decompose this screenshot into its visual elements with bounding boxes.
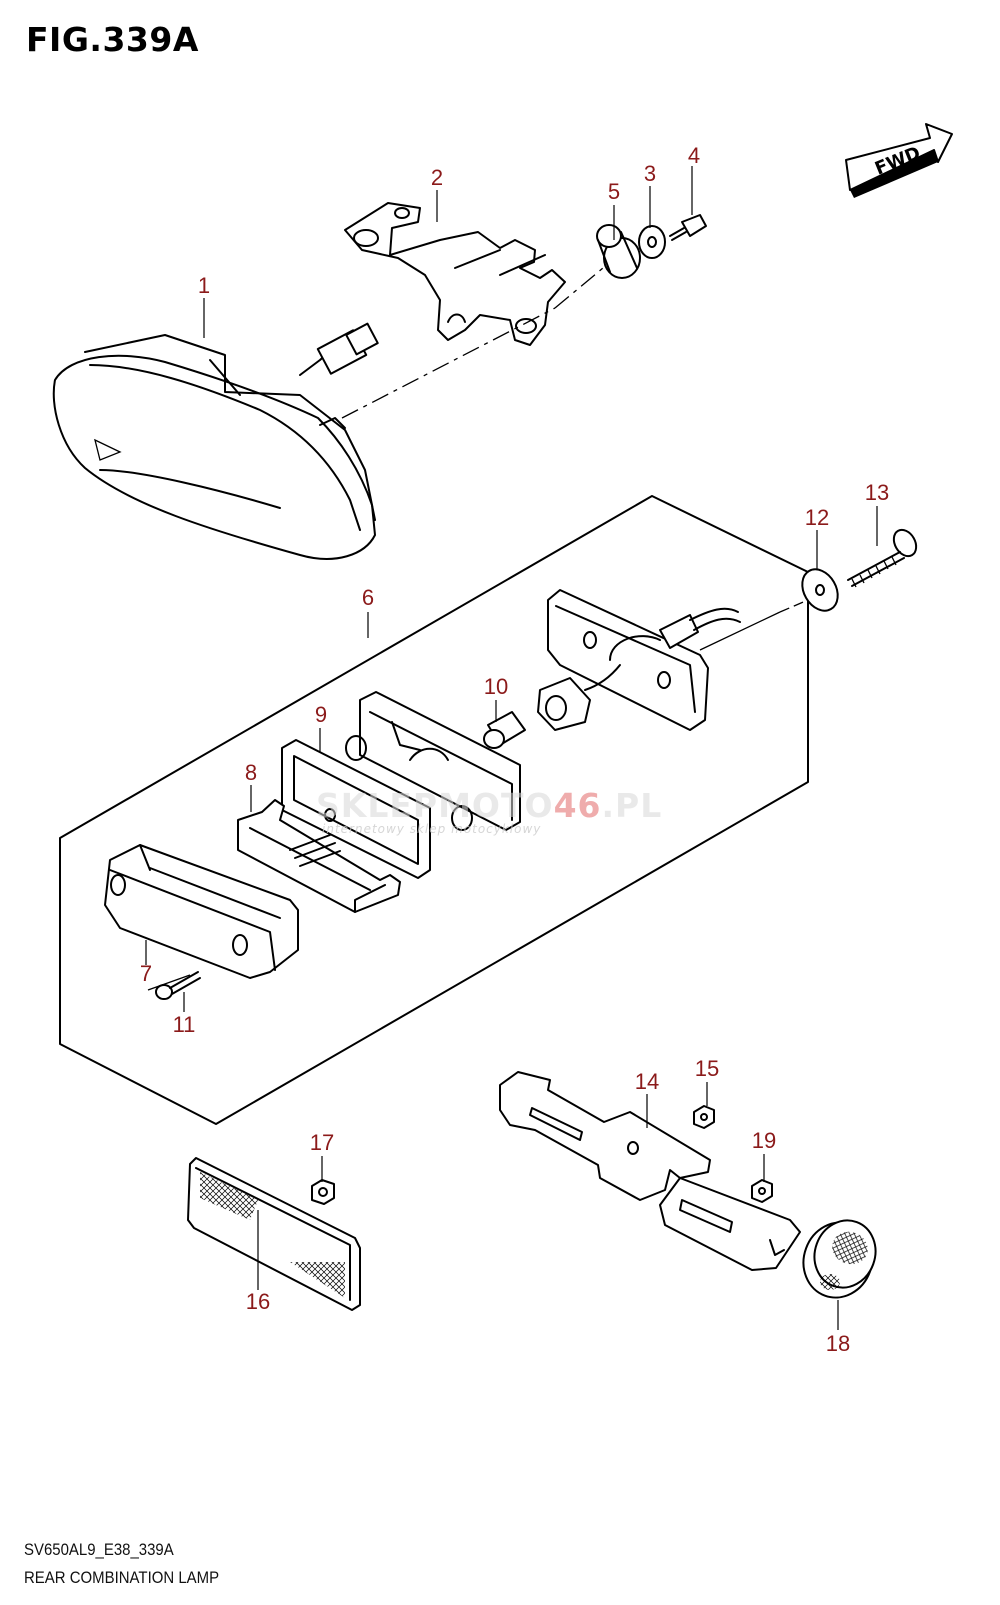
callout-7[interactable]: 7 [139, 961, 153, 986]
lamp-plate [345, 691, 521, 831]
callout-18[interactable]: 16 [245, 1289, 271, 1314]
callout-16[interactable]: 19 [751, 1128, 777, 1153]
part-7-lens-outer [104, 844, 299, 979]
part-14-bracket [499, 1071, 801, 1271]
fwd-arrow-icon: FWD [845, 123, 953, 198]
callout-4[interactable]: 4 [687, 143, 701, 168]
part-2-bracket [344, 202, 566, 346]
part-12-washer [801, 568, 839, 612]
figure-code: SV650AL9_E38_339A [24, 1540, 174, 1559]
part-4-screw [669, 214, 707, 241]
leader-lines [145, 166, 878, 1330]
part-5-grommet [596, 224, 641, 279]
callout-9[interactable]: 9 [314, 702, 328, 727]
callout-13[interactable]: 13 [864, 480, 890, 505]
watermark-text-b: 46 [553, 786, 602, 825]
license-lamp-housing [547, 589, 741, 731]
part-18-round-reflector [802, 1219, 877, 1299]
callout-3[interactable]: 3 [643, 161, 657, 186]
part-3-washer [638, 225, 666, 259]
part-16-side-reflector [187, 1157, 361, 1311]
part-17-nut [311, 1179, 335, 1205]
watermark-text-a: SKLEPMOTO [316, 786, 554, 825]
figure-title: FIG.339A [26, 20, 199, 59]
callout-10[interactable]: 10 [483, 674, 509, 699]
callout-1[interactable]: 1 [197, 273, 211, 298]
callout-11[interactable]: 11 [172, 1012, 196, 1037]
part-9-gasket [281, 739, 431, 879]
part-1-tail-lamp [52, 322, 379, 560]
callout-17[interactable]: 17 [309, 1130, 335, 1155]
part-8-lens-inner [237, 799, 401, 913]
callout-14[interactable]: 14 [634, 1069, 660, 1094]
callout-15[interactable]: 15 [694, 1056, 720, 1081]
part-19-nut [751, 1179, 773, 1203]
watermark-text-c: .PL [601, 786, 663, 825]
callout-19[interactable]: 18 [825, 1331, 851, 1356]
callout-8[interactable]: 8 [244, 760, 258, 785]
watermark-subtitle: internetowy sklep motocyklowy [322, 822, 542, 836]
figure-name: REAR COMBINATION LAMP [24, 1568, 220, 1587]
watermark: SKLEPMOTO46.PL [316, 786, 662, 825]
callout-6[interactable]: 6 [361, 585, 375, 610]
callout-12[interactable]: 12 [804, 505, 830, 530]
assembly-box [59, 495, 809, 1125]
part-15-nut [693, 1105, 715, 1129]
part-11-screw [155, 971, 201, 1000]
callout-5[interactable]: 5 [607, 179, 621, 204]
part-10-bulb [483, 664, 621, 749]
callout-2[interactable]: 2 [430, 165, 444, 190]
part-13-bolt [847, 528, 918, 588]
